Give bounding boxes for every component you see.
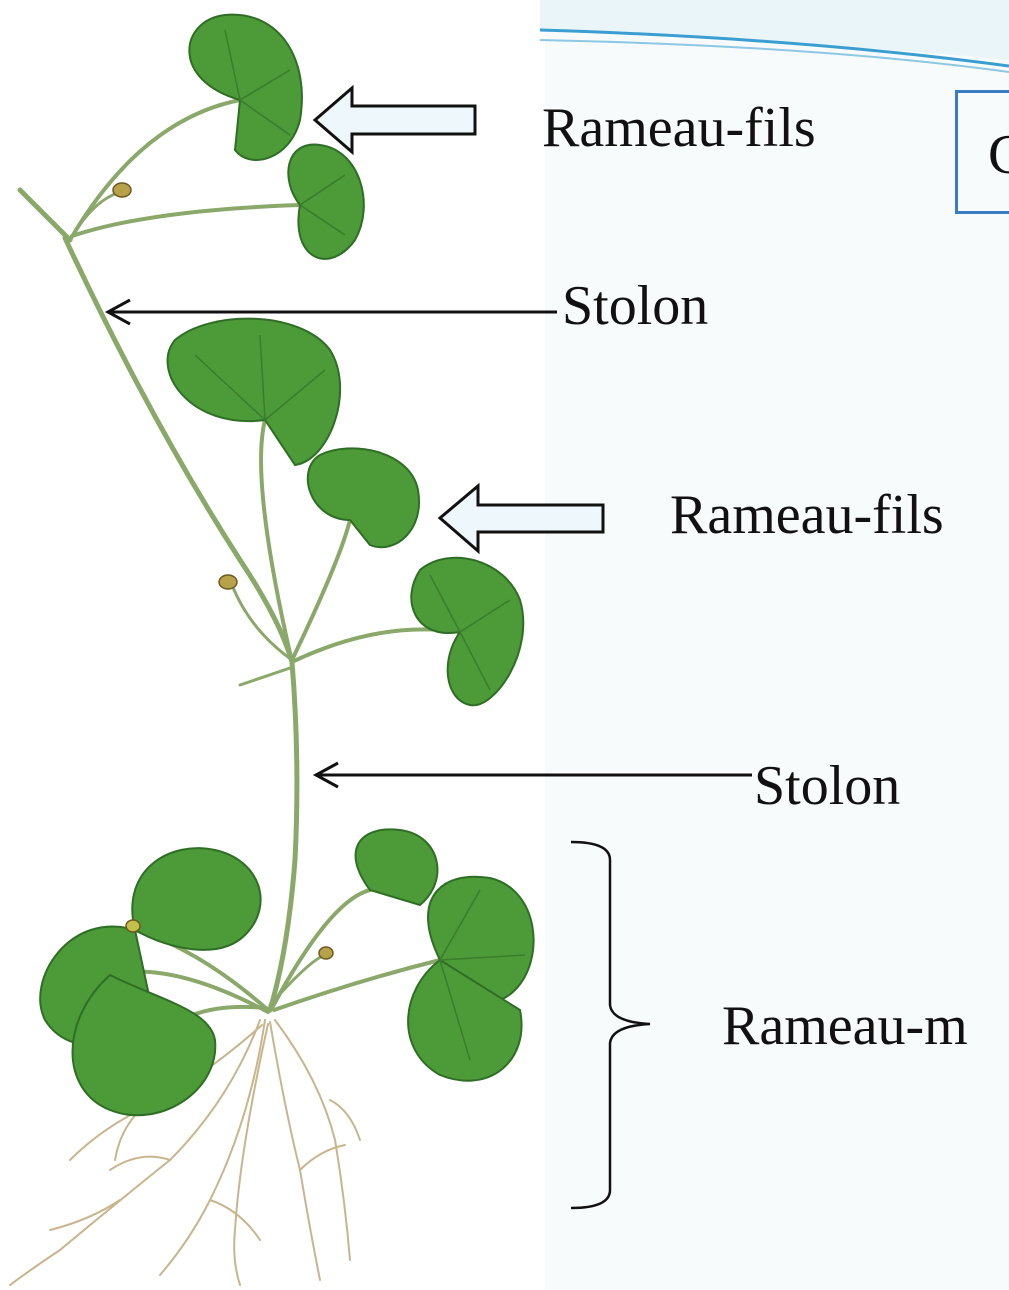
mother-branch-bracket: [571, 842, 650, 1208]
block-arrow-middle: [440, 486, 603, 551]
title-box-text: C: [988, 123, 1009, 187]
title-box: C: [955, 90, 1009, 214]
label-mother-branch: Rameau-m: [722, 998, 968, 1054]
label-stolon-bottom: Stolon: [754, 758, 900, 814]
line-arrow-stolon-bottom: [316, 763, 752, 787]
block-arrow-top: [315, 88, 475, 152]
flower-buds: [113, 183, 333, 959]
line-arrow-stolon-top: [108, 300, 557, 324]
label-stolon-top: Stolon: [562, 278, 708, 334]
label-daughter-branch-middle: Rameau-fils: [670, 487, 944, 543]
header-swoosh-decoration: [540, 0, 1009, 72]
label-daughter-branch-top: Rameau-fils: [542, 100, 816, 156]
